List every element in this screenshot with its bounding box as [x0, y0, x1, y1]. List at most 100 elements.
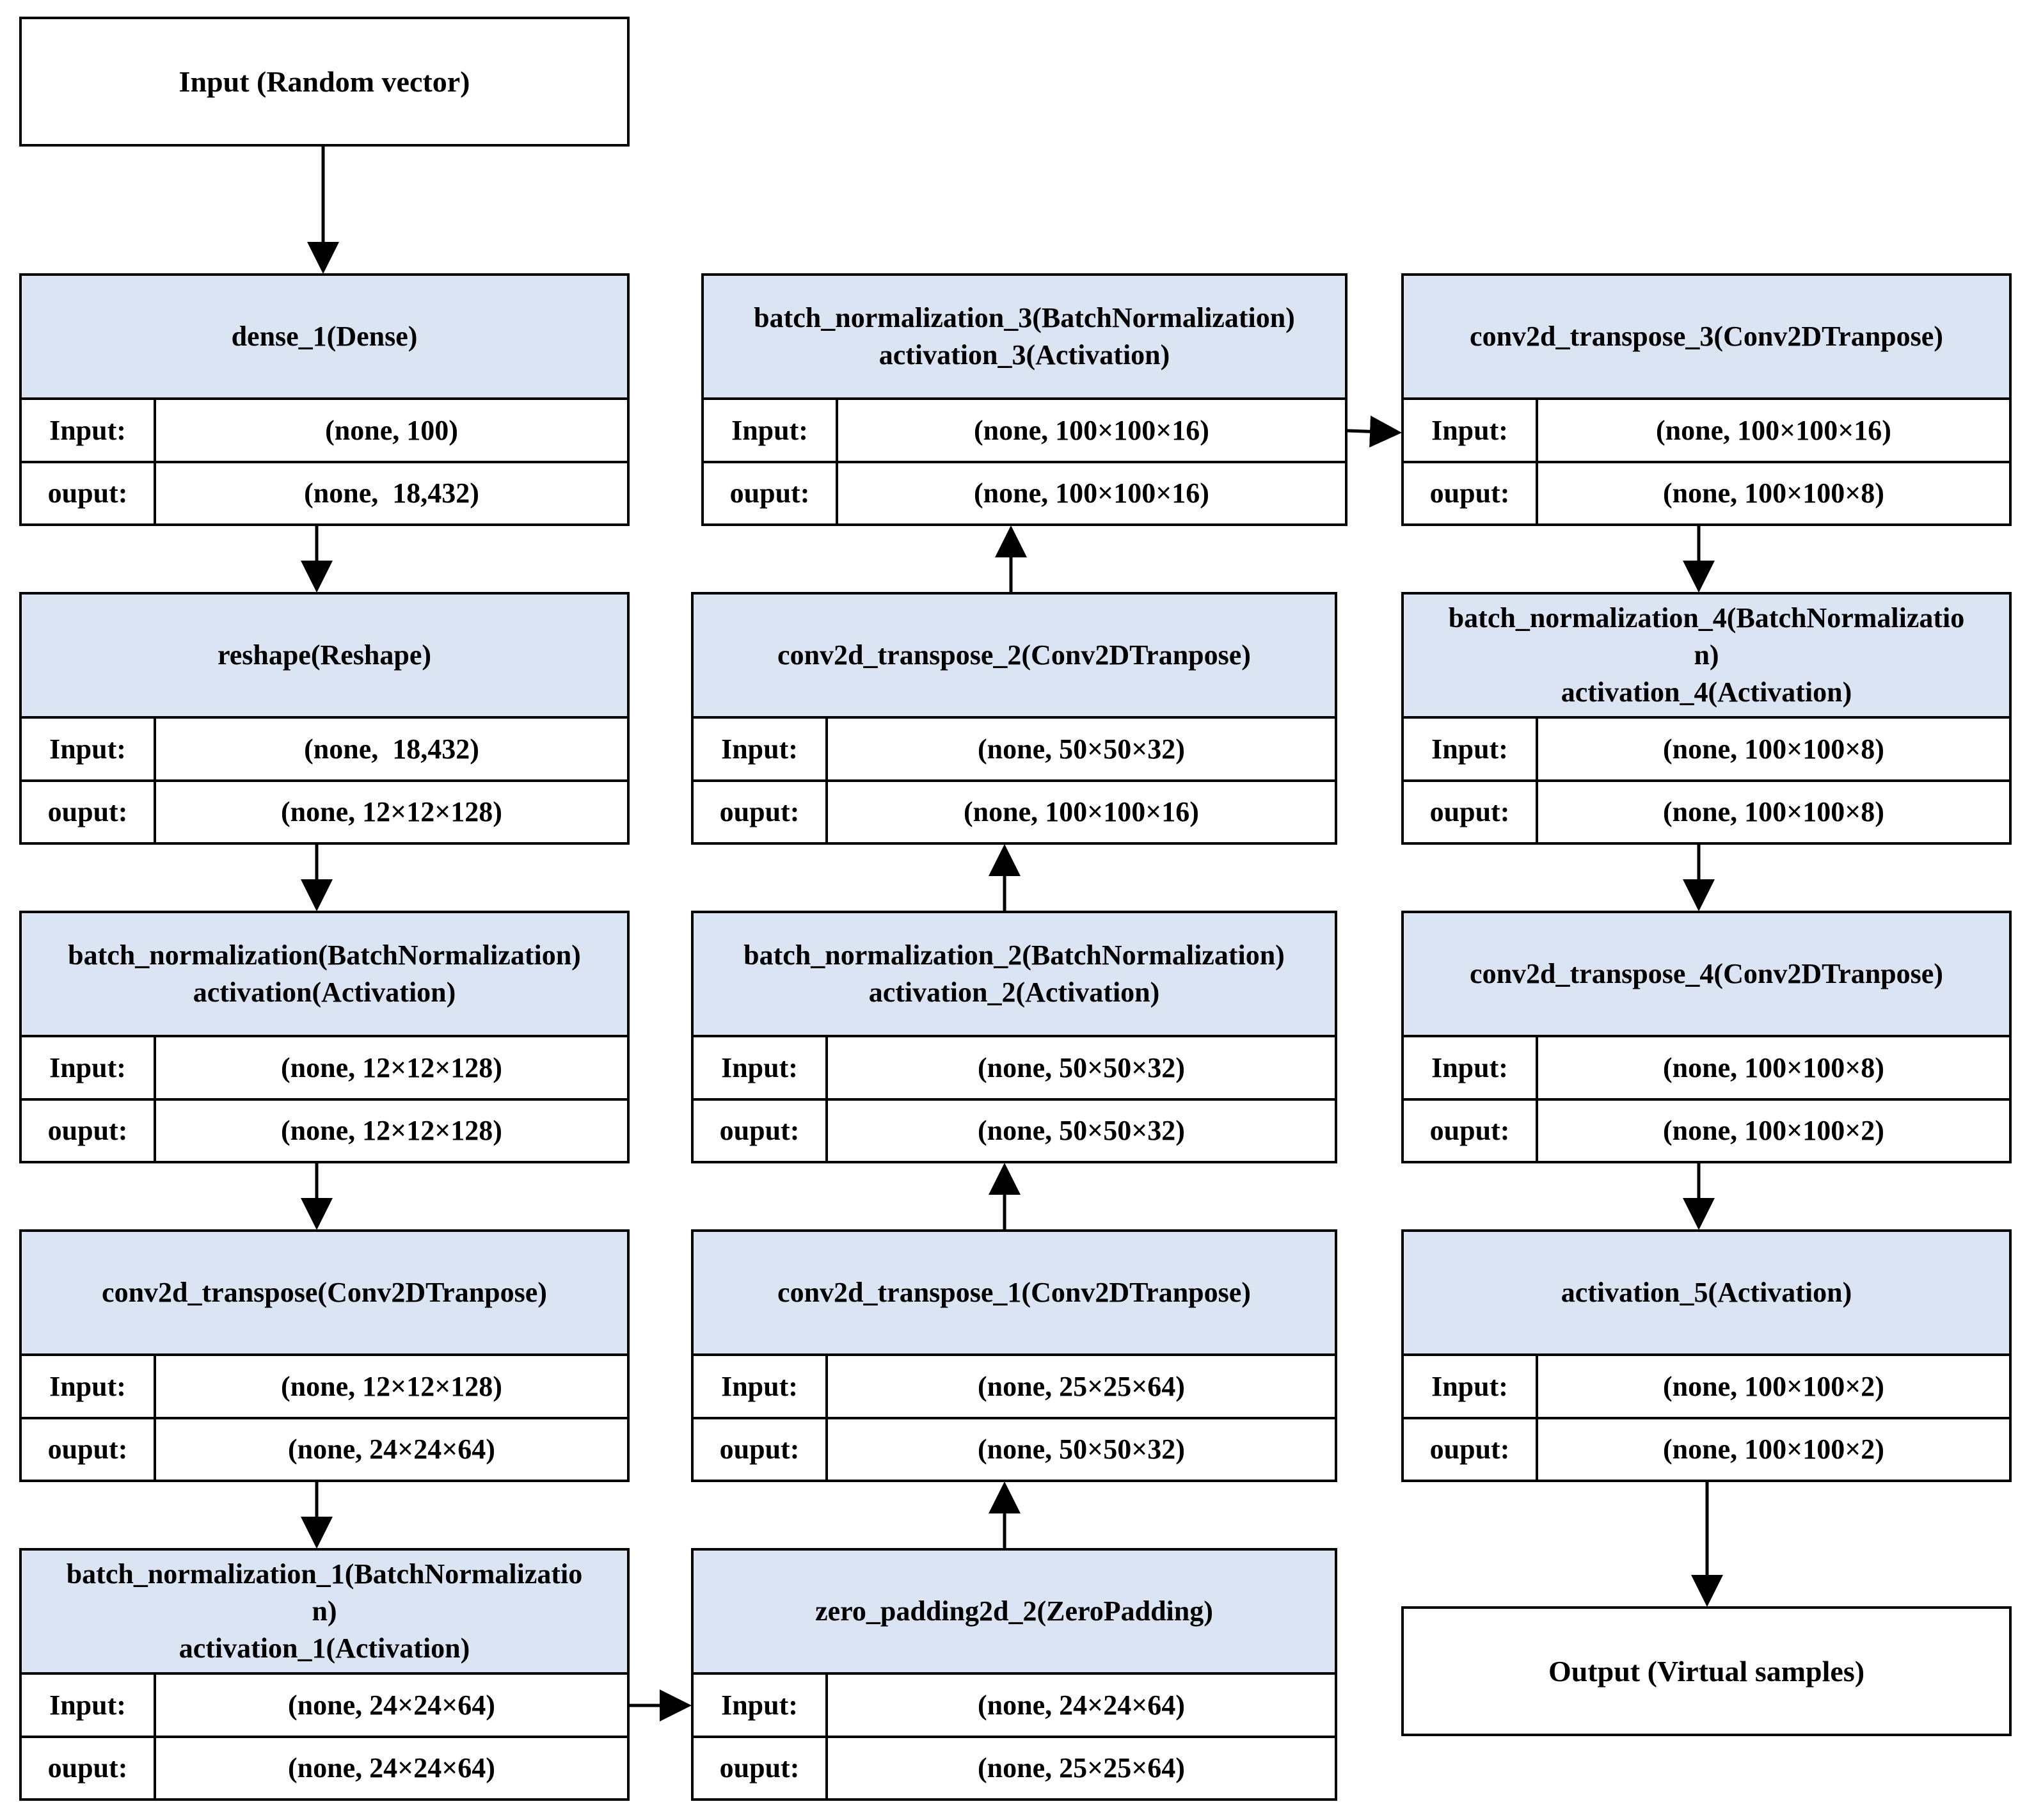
- layer-output-shape: (none, 100×100×8): [1663, 477, 1884, 509]
- layer-output-label: ouput:: [22, 781, 156, 842]
- layer-output-label: ouput:: [704, 463, 838, 523]
- layer-output-shape: (none, 50×50×32): [978, 1115, 1185, 1147]
- layer-input-label: Input:: [22, 1037, 156, 1098]
- layer-title: zero_padding2d_2(ZeroPadding): [694, 1551, 1335, 1675]
- output-box: Output (Virtual samples): [1401, 1606, 2012, 1736]
- layer-input-label: Input:: [704, 400, 838, 461]
- layer-input-label: Input:: [694, 1675, 828, 1736]
- layer-title-line: batch_normalization_3(BatchNormalization…: [754, 302, 1295, 333]
- layer-output-row: ouput: (none, 24×24×64): [22, 1416, 627, 1480]
- layer-title: conv2d_transpose_4(Conv2DTranpose): [1404, 913, 2009, 1037]
- layer-input-label: Input:: [694, 1356, 828, 1417]
- flow-arrow: [1347, 415, 1402, 448]
- layer-title-line: conv2d_transpose_2(Conv2DTranpose): [777, 639, 1251, 671]
- layer-output-row: ouput:(none, 12×12×128): [22, 1098, 627, 1161]
- layer-title-line: zero_padding2d_2(ZeroPadding): [815, 1595, 1213, 1627]
- layer-box-batch_normalization: batch_normalization(BatchNormalization)a…: [19, 911, 630, 1163]
- layer-input-row: Input:(none, 24×24×64): [22, 1675, 627, 1736]
- layer-input-shape: (none, 12×12×128): [281, 1051, 502, 1083]
- layer-input-shape: (none, 100): [325, 414, 458, 446]
- layer-output-label: ouput:: [22, 463, 156, 523]
- layer-title: conv2d_transpose_2(Conv2DTranpose): [694, 595, 1335, 719]
- layer-output-row: ouput:(none, 50×50×32): [694, 1416, 1335, 1480]
- layer-output-row: ouput: (none, 100×100×2): [1404, 1416, 2009, 1480]
- layer-output-row: ouput:(none, 24×24×64): [22, 1735, 627, 1798]
- layer-box-conv2d_transpose_2: conv2d_transpose_2(Conv2DTranpose) Input:…: [691, 592, 1337, 845]
- arrow-group: [301, 147, 1723, 1721]
- layer-box-conv2d_transpose_1: conv2d_transpose_1(Conv2DTranpose) Input:…: [691, 1229, 1337, 1482]
- layer-title-line: activation_2(Activation): [868, 977, 1160, 1008]
- layer-input-row: Input:(none, 25×25×64): [694, 1356, 1335, 1417]
- layer-input-row: Input: (none, 100×100×16): [1404, 400, 2009, 461]
- layer-title-line: activation_5(Activation): [1561, 1277, 1852, 1308]
- layer-input-shape: (none, 100×100×8): [1663, 1051, 1884, 1083]
- layer-output-label: ouput:: [1404, 1419, 1538, 1480]
- layer-box-zero_padding2d_2: zero_padding2d_2(ZeroPadding) Input: (none…: [691, 1548, 1337, 1801]
- layer-output-label: ouput:: [22, 1100, 156, 1161]
- layer-input-label: Input:: [22, 400, 156, 461]
- layer-input-label: Input:: [1404, 1356, 1538, 1417]
- layer-title-line: activation_3(Activation): [878, 339, 1170, 371]
- layer-input-label: Input:: [1404, 719, 1538, 779]
- layer-box-dense_1: dense_1(Dense) Input: (none, 100) ouput:(no…: [19, 273, 630, 526]
- layer-title-line: reshape(Reshape): [217, 639, 432, 671]
- layer-input-shape: (none, 50×50×32): [978, 733, 1185, 765]
- layer-box-conv2d_transpose_3: conv2d_transpose_3(Conv2DTranpose)Input:…: [1401, 273, 2012, 526]
- layer-output-shape: (none, 100×100×2): [1663, 1433, 1884, 1465]
- layer-output-row: ouput:(none, 100×100×16): [704, 460, 1345, 523]
- layer-input-row: Input: (none, 100×100×16): [704, 400, 1345, 461]
- input-box: Input (Random vector): [19, 17, 630, 147]
- layer-title-line: batch_normalization_4(BatchNormalizatio: [1448, 602, 1965, 634]
- layer-output-shape: (none, 24×24×64): [288, 1433, 495, 1465]
- layer-title-line: conv2d_transpose_1(Conv2DTranpose): [777, 1277, 1251, 1308]
- layer-title: conv2d_transpose(Conv2DTranpose): [22, 1232, 627, 1356]
- layer-output-label: ouput:: [1404, 1100, 1538, 1161]
- layer-output-row: ouput:(none, 100×100×16): [694, 779, 1335, 842]
- layer-input-shape: (none, 18,432): [304, 733, 479, 765]
- layer-title: activation_5(Activation): [1404, 1232, 2009, 1356]
- layer-input-row: Input:(none, 50×50×32): [694, 1037, 1335, 1098]
- layer-title-line: dense_1(Dense): [231, 321, 418, 352]
- layer-input-shape: (none, 100×100×8): [1663, 733, 1884, 765]
- layer-box-batch_normalization_3: batch_normalization_3(BatchNormalization…: [701, 273, 1347, 526]
- layer-input-label: Input:: [1404, 1037, 1538, 1098]
- layer-title-line: activation_1(Activation): [179, 1632, 470, 1664]
- layer-title: conv2d_transpose_3(Conv2DTranpose): [1404, 276, 2009, 400]
- layer-input-shape: (none, 12×12×128): [281, 1370, 502, 1402]
- layer-output-row: ouput:(none, 100×100×2): [1404, 1098, 2009, 1161]
- layer-output-shape: (none, 100×100×8): [1663, 796, 1884, 828]
- layer-output-label: ouput:: [694, 781, 828, 842]
- layer-output-row: ouput:(none, 50×50×32): [694, 1098, 1335, 1161]
- layer-title-line: conv2d_transpose_4(Conv2DTranpose): [1470, 958, 1943, 989]
- layer-output-row: ouput:(none, 18,432): [22, 460, 627, 523]
- layer-title-line: batch_normalization_1(BatchNormalizatio: [66, 1558, 583, 1590]
- layer-input-label: Input:: [1404, 400, 1538, 461]
- layer-input-shape: (none, 100×100×2): [1663, 1370, 1884, 1402]
- layer-title: reshape(Reshape): [22, 595, 627, 719]
- layer-output-label: ouput:: [694, 1737, 828, 1798]
- layer-input-shape: (none, 100×100×16): [974, 414, 1209, 446]
- layer-output-shape: (none, 50×50×32): [978, 1433, 1185, 1465]
- layer-output-label: ouput:: [22, 1419, 156, 1480]
- layer-input-row: Input: (none, 100): [22, 400, 627, 461]
- layer-input-shape: (none, 24×24×64): [978, 1689, 1185, 1721]
- layer-input-row: Input: (none, 50×50×32): [694, 719, 1335, 779]
- input-box-label: Input (Random vector): [179, 65, 470, 98]
- layer-input-row: Input: (none, 12×12×128): [22, 1356, 627, 1417]
- layer-title: conv2d_transpose_1(Conv2DTranpose): [694, 1232, 1335, 1356]
- layer-input-row: Input: (none, 100×100×8): [1404, 1037, 2009, 1098]
- layer-output-row: ouput:(none, 12×12×128): [22, 779, 627, 842]
- layer-title-line: n): [1694, 639, 1719, 671]
- layer-output-label: ouput:: [1404, 463, 1538, 523]
- layer-input-row: Input: (none, 100×100×2): [1404, 1356, 2009, 1417]
- layer-input-label: Input:: [694, 719, 828, 779]
- layer-title-line: conv2d_transpose(Conv2DTranpose): [102, 1277, 547, 1308]
- layer-title-line: batch_normalization(BatchNormalization): [68, 939, 581, 971]
- layer-output-shape: (none, 25×25×64): [978, 1752, 1185, 1784]
- layer-input-shape: (none, 100×100×16): [1656, 414, 1891, 446]
- layer-output-row: ouput: (none, 100×100×8): [1404, 460, 2009, 523]
- layer-input-label: Input:: [22, 1356, 156, 1417]
- layer-input-label: Input:: [22, 1675, 156, 1736]
